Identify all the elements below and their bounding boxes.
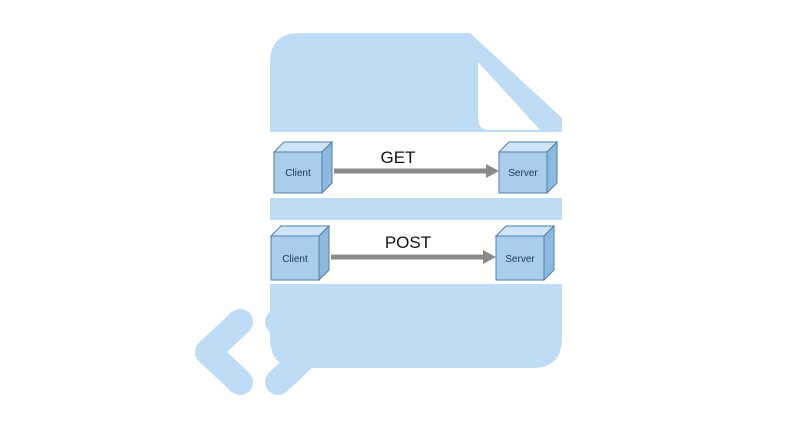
document-fold <box>478 62 540 130</box>
client-box-post: Client <box>269 224 331 282</box>
document-body <box>270 33 562 368</box>
request-arrow-post <box>331 250 496 264</box>
right-angle-bracket <box>265 309 323 395</box>
code-brackets-icon <box>195 309 323 395</box>
file-icon <box>270 33 562 368</box>
request-arrow-get <box>334 164 499 178</box>
method-label-get: GET <box>381 148 416 167</box>
client-label: Client <box>285 168 311 179</box>
client-box-get: Client <box>272 140 334 195</box>
client-label: Client <box>282 254 308 265</box>
method-label-post: POST <box>385 233 431 252</box>
server-label: Server <box>508 168 538 179</box>
server-box-get: Server <box>497 140 559 195</box>
get-row: Client GET Server <box>272 140 559 195</box>
post-row: Client POST Server <box>269 224 556 282</box>
server-box-post: Server <box>494 224 556 282</box>
server-label: Server <box>505 254 535 265</box>
left-angle-bracket <box>195 309 253 395</box>
